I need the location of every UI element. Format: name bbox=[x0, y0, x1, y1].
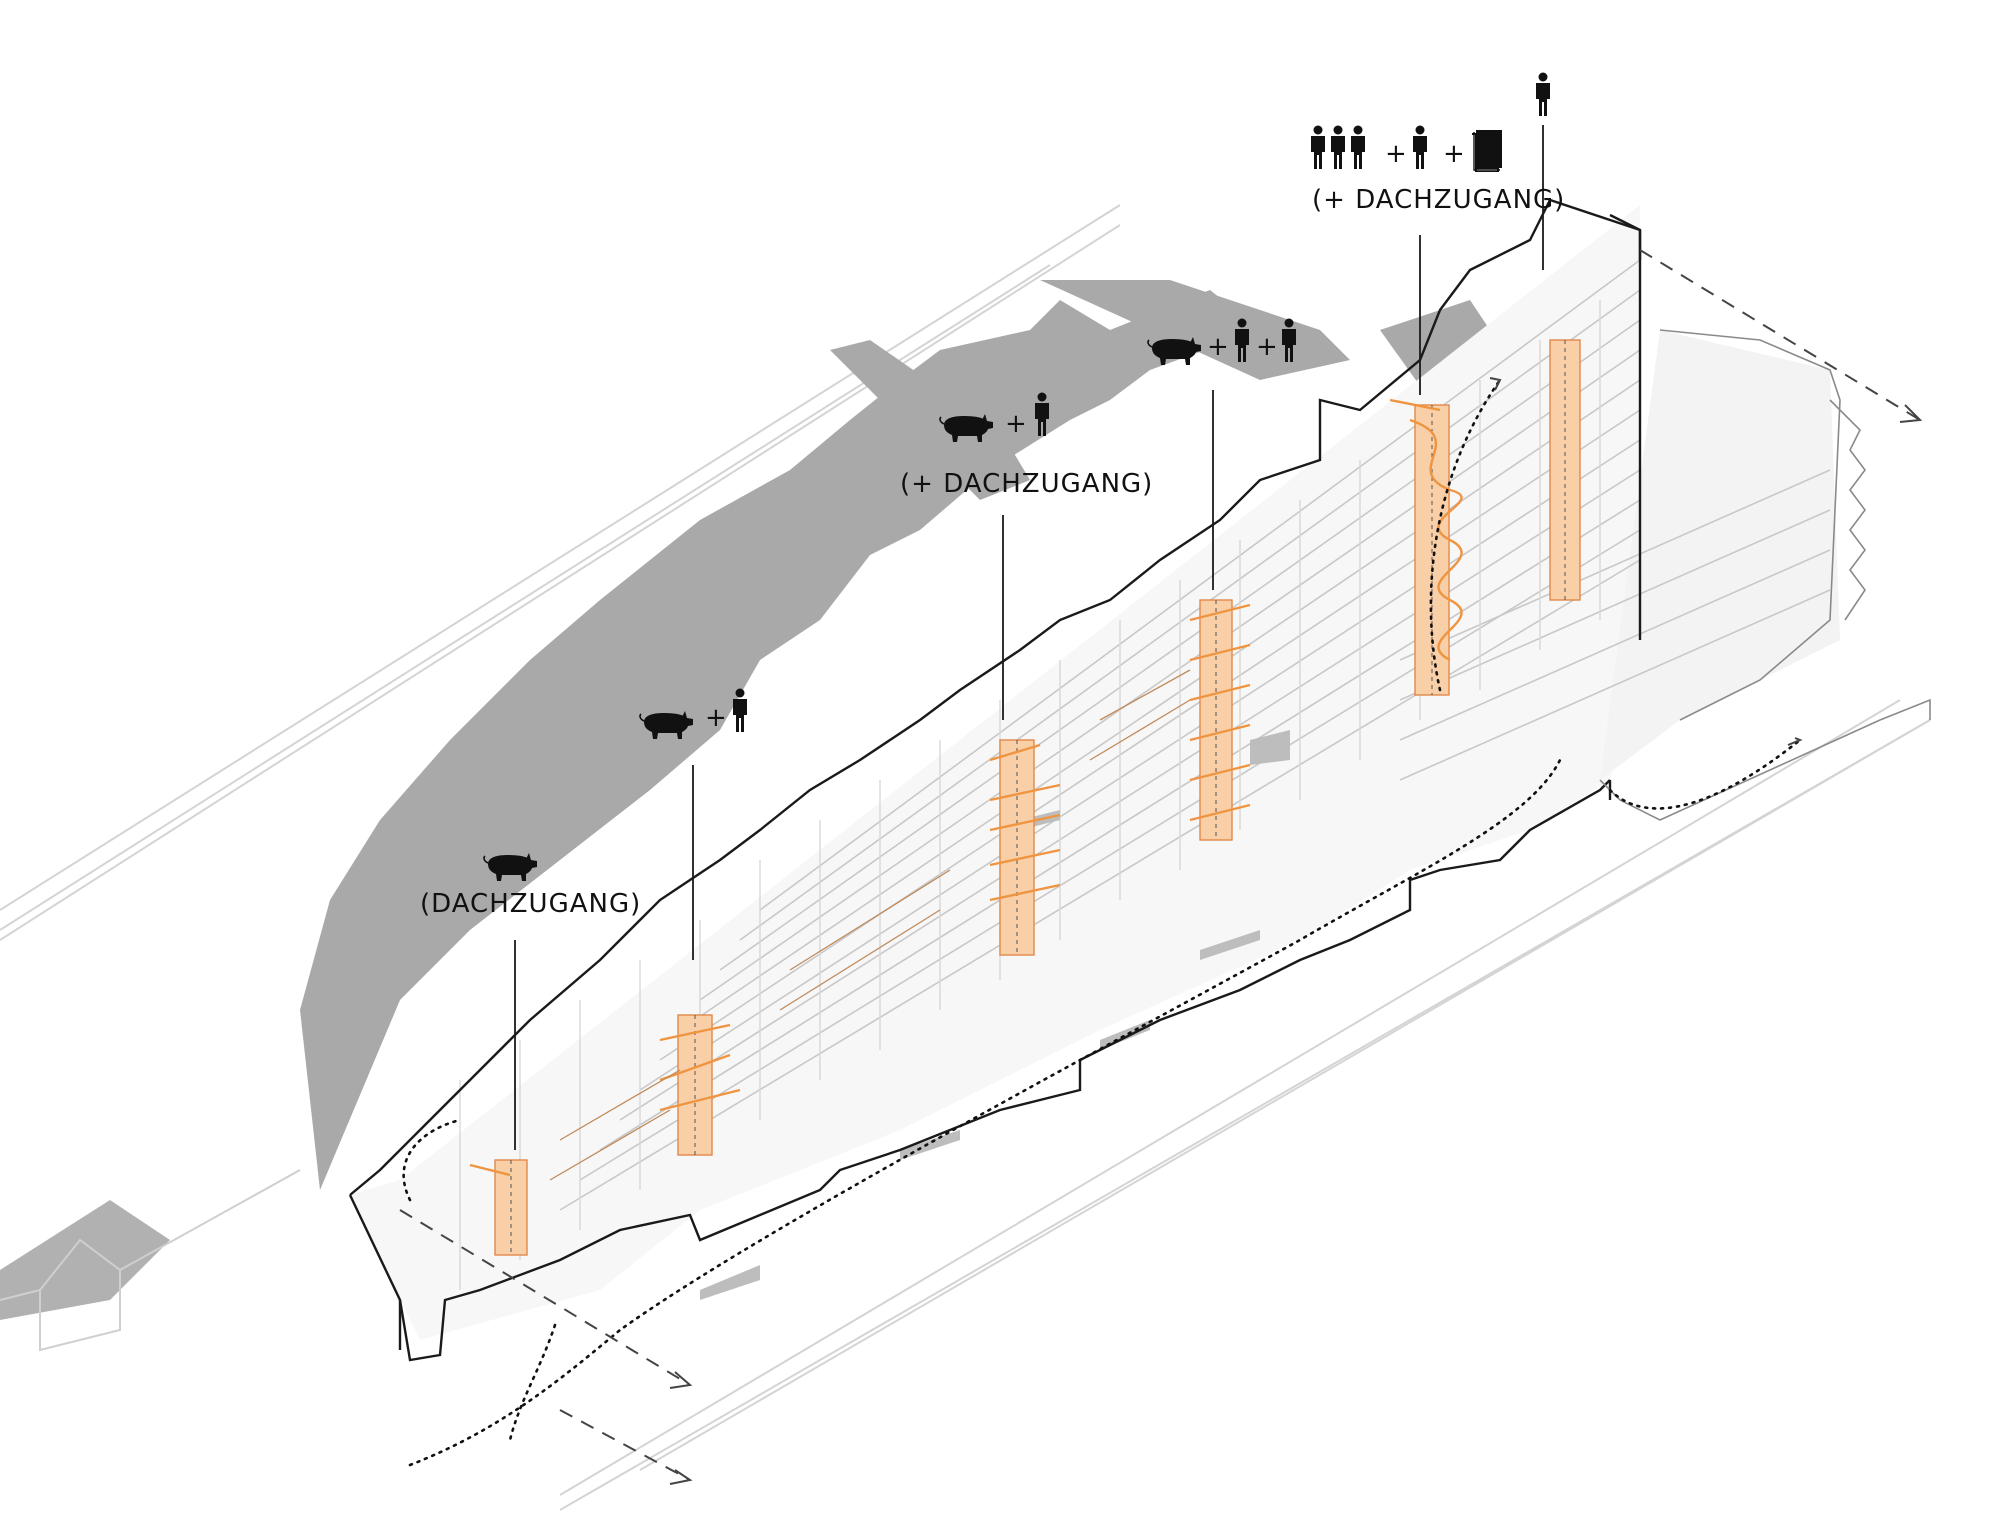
section-arrowheads bbox=[669, 377, 1923, 1485]
annotation-a3: + (+ DACHZUGANG) bbox=[900, 392, 1153, 499]
path-right bbox=[1608, 738, 1802, 810]
neighbor-building bbox=[0, 1169, 301, 1352]
path-left-down bbox=[508, 1323, 557, 1442]
core-2 bbox=[677, 1014, 713, 1156]
movement-paths bbox=[402, 378, 1802, 1467]
annotation-a5-label: (+ DACHZUGANG) bbox=[1312, 185, 1565, 215]
annotation-a4: + + bbox=[1147, 318, 1296, 366]
annotation-a6 bbox=[1536, 72, 1550, 116]
plus-symbol: + bbox=[1385, 139, 1407, 169]
book-stack-icon bbox=[1471, 129, 1503, 172]
path-top bbox=[1429, 378, 1502, 692]
core-centerlines bbox=[510, 340, 1566, 1255]
site-lines bbox=[0, 204, 1931, 1511]
plus-symbol: + bbox=[1207, 332, 1229, 362]
shadow-highlights bbox=[440, 620, 885, 1085]
section-arrows bbox=[399, 249, 1921, 1481]
person-icon bbox=[1413, 125, 1427, 169]
plus-symbol: + bbox=[705, 703, 727, 733]
path-ground bbox=[408, 758, 1562, 1467]
annotation-a5: + + (+ DACHZUGANG) bbox=[1311, 125, 1565, 215]
circulation-arrows bbox=[469, 398, 1463, 1177]
interior-shadows bbox=[700, 730, 1290, 1300]
annotation-a2: + bbox=[639, 688, 747, 740]
building-mass bbox=[350, 205, 1840, 1340]
annotation-a1-label: (DACHZUGANG) bbox=[420, 889, 641, 919]
stair-lines bbox=[549, 669, 1191, 1181]
annotation-a3-label: (+ DACHZUGANG) bbox=[900, 469, 1153, 499]
three-persons-icon bbox=[1311, 125, 1365, 169]
path-left bbox=[402, 1118, 462, 1202]
annotation-a1: (DACHZUGANG) bbox=[420, 852, 641, 919]
person-icon bbox=[1536, 72, 1550, 116]
plus-symbol: + bbox=[1256, 332, 1278, 362]
leader-lines bbox=[514, 125, 1544, 1150]
plus-symbol: + bbox=[1443, 139, 1465, 169]
floor-lines bbox=[559, 259, 1831, 1211]
building-outline bbox=[348, 198, 1642, 1362]
plus-symbol: + bbox=[1005, 409, 1027, 439]
